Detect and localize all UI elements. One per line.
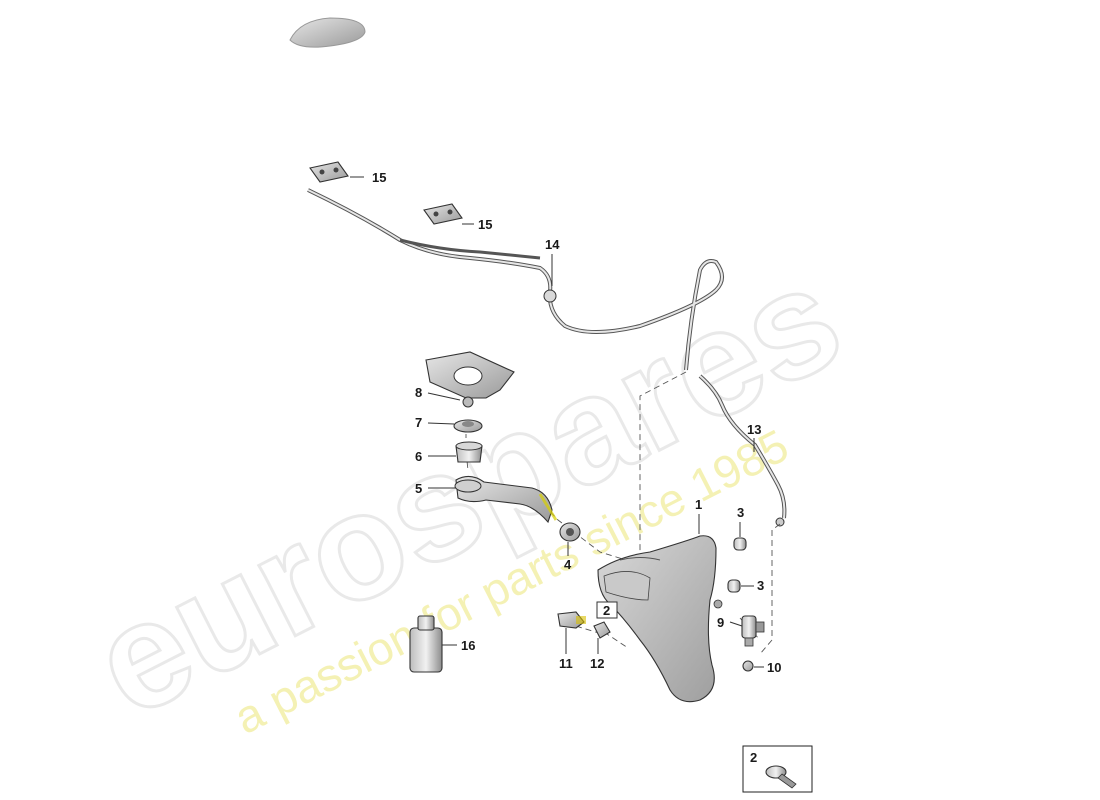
reservoir-tank-part-1 bbox=[597, 535, 723, 703]
grommet-part-4 bbox=[559, 522, 581, 542]
filler-tube-part-5 bbox=[454, 475, 558, 524]
ring-part-6 bbox=[455, 441, 483, 463]
callout-16: 16 bbox=[461, 638, 475, 653]
callout-7: 7 bbox=[415, 415, 422, 430]
callout-10: 10 bbox=[767, 660, 781, 675]
callout-3-lower: 3 bbox=[757, 578, 764, 593]
leader-7 bbox=[427, 422, 455, 425]
reference-box-2: 2 bbox=[596, 601, 618, 619]
grommet-part-10 bbox=[742, 660, 754, 672]
callout-9: 9 bbox=[717, 615, 724, 630]
detail-box-2: 2 bbox=[742, 745, 813, 793]
callout-14: 14 bbox=[545, 237, 560, 252]
hose-part-13 bbox=[698, 374, 787, 527]
callout-8: 8 bbox=[415, 385, 422, 400]
nozzle-part-15-lower bbox=[423, 203, 463, 225]
nozzle-cover-part bbox=[289, 17, 366, 48]
nozzle-part-15-upper bbox=[309, 161, 349, 183]
callout-6: 6 bbox=[415, 449, 422, 464]
callout-15-lower: 15 bbox=[478, 217, 492, 232]
fluid-bottle-part-16 bbox=[409, 615, 443, 673]
callout-11: 11 bbox=[559, 656, 573, 671]
callout-12: 12 bbox=[590, 656, 604, 671]
pump-part-9 bbox=[741, 615, 765, 647]
hose-part-14 bbox=[307, 188, 724, 371]
callout-3-upper: 3 bbox=[737, 505, 744, 520]
screw-part-2 bbox=[765, 765, 797, 789]
leader-9 bbox=[729, 621, 743, 627]
callout-4: 4 bbox=[564, 557, 572, 572]
reference-box-2-label: 2 bbox=[603, 603, 610, 618]
clip-part-12 bbox=[593, 621, 611, 639]
grommet-part-3-upper bbox=[733, 537, 747, 551]
bracket-part-8 bbox=[425, 351, 515, 408]
callout-13: 13 bbox=[747, 422, 761, 437]
callout-15-upper: 15 bbox=[372, 170, 386, 185]
leader-8 bbox=[427, 392, 461, 401]
detail-box-2-label: 2 bbox=[750, 750, 757, 765]
grommet-part-3-lower bbox=[727, 579, 741, 593]
sensor-part-11 bbox=[557, 611, 586, 629]
seal-part-7 bbox=[453, 419, 483, 433]
callout-5: 5 bbox=[415, 481, 422, 496]
callout-1: 1 bbox=[695, 497, 702, 512]
